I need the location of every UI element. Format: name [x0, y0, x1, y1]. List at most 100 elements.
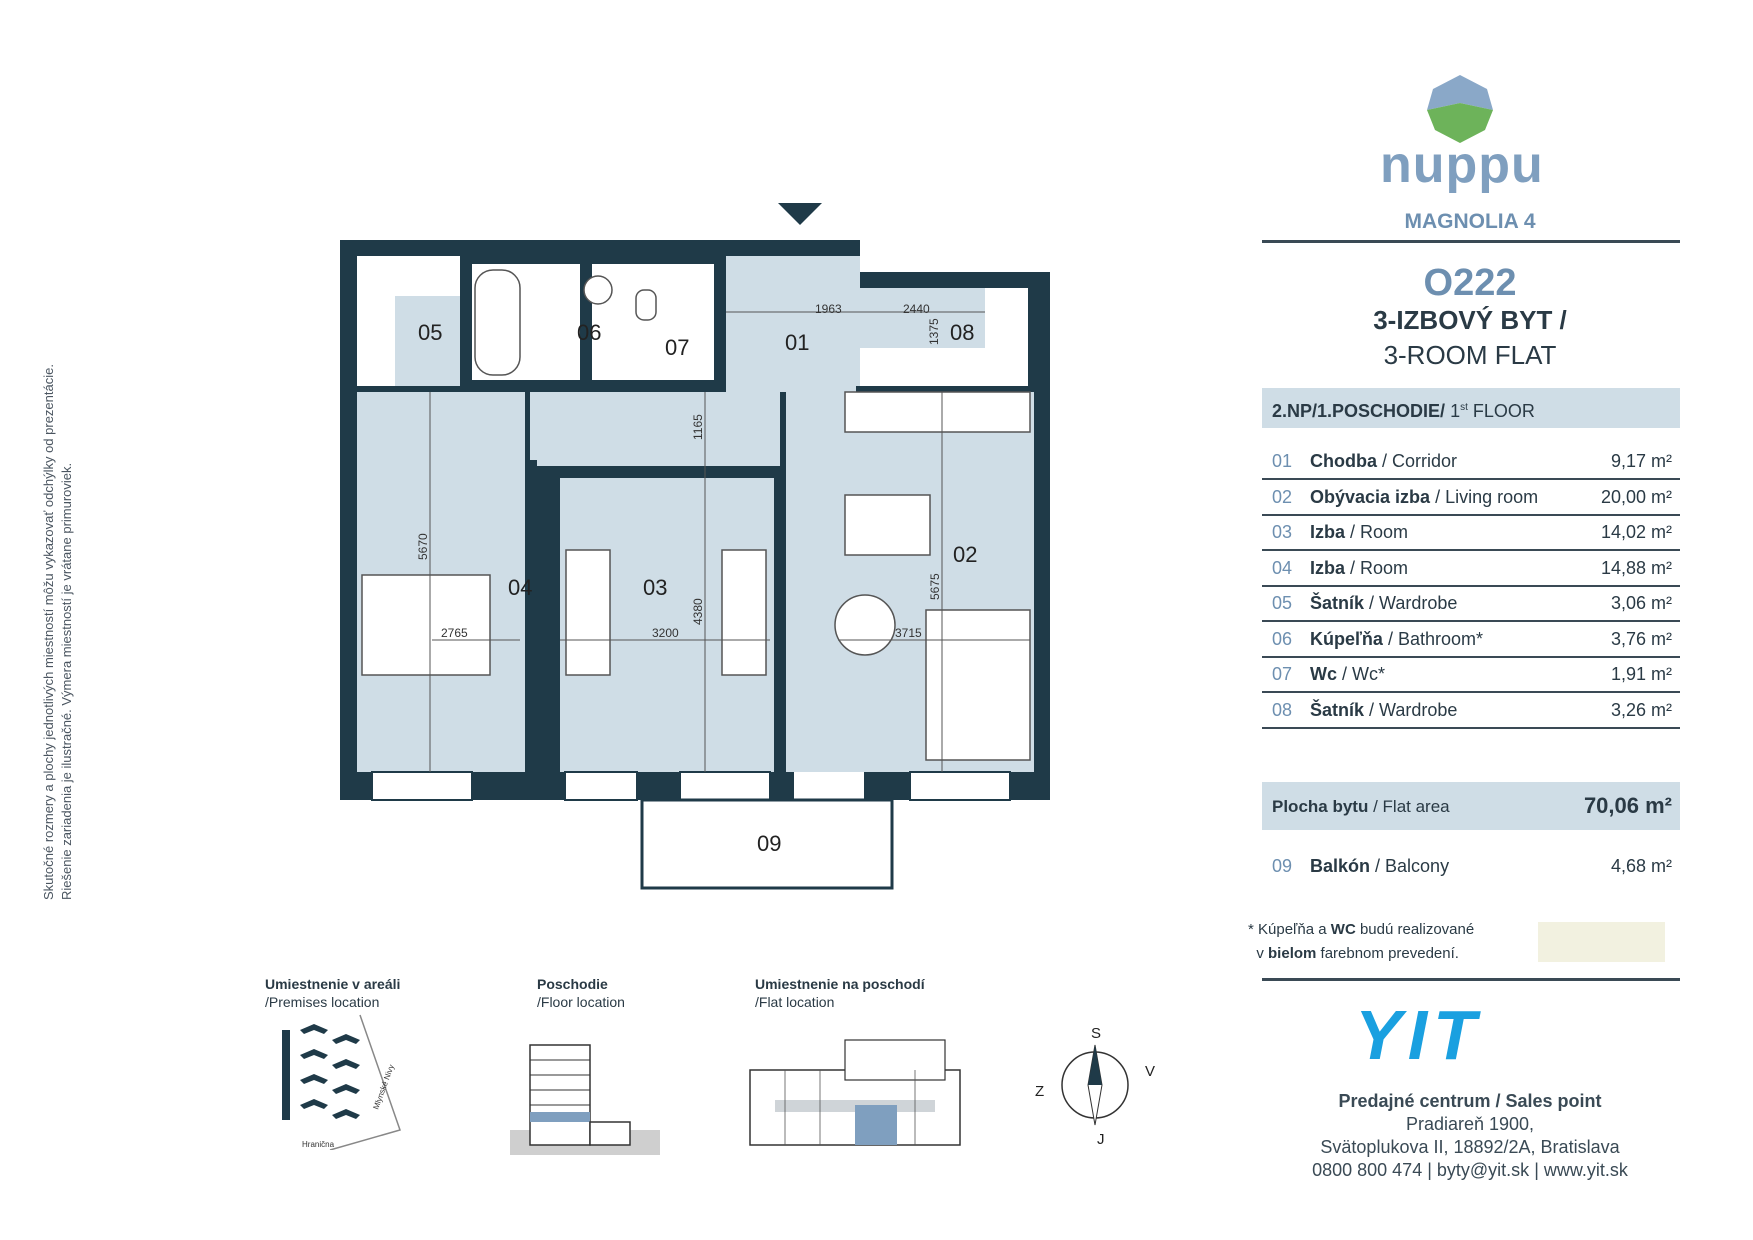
- room-number: 01: [1272, 451, 1293, 471]
- flat-type-en: 3-ROOM FLAT: [1383, 340, 1557, 370]
- finish-note: * Kúpeľňa a WC budú realizované v bielom…: [1248, 921, 1475, 962]
- room-name-en: Living room: [1445, 486, 1539, 507]
- dim-1375: 1375: [927, 318, 941, 345]
- room-name-sk: Obývacia izba: [1310, 486, 1431, 507]
- balcony-en: Balcony: [1385, 856, 1450, 876]
- label-02: 02: [953, 542, 977, 567]
- phone-link[interactable]: 0800 800 474: [1312, 1160, 1423, 1180]
- bed-icon: [361, 574, 491, 676]
- web-link[interactable]: www.yit.sk: [1543, 1160, 1628, 1180]
- brand-name: nuppu: [1380, 136, 1544, 194]
- room-number: 03: [1272, 522, 1293, 542]
- room-name-sk: Kúpeľňa: [1310, 628, 1383, 649]
- floor-bar: 2.NP/1.POSCHODIE/ 1st FLOOR: [1262, 388, 1680, 428]
- room-area: 3,26 m²: [1610, 699, 1672, 720]
- svg-text:S: S: [1091, 1025, 1101, 1042]
- kitchen-counter-icon: [844, 391, 1031, 433]
- balcony-area: 4,68 m²: [1610, 856, 1672, 876]
- room-name-en: Bathroom*: [1397, 628, 1484, 649]
- room-area: 3,06 m²: [1610, 593, 1672, 613]
- flat-location-plan: [749, 1039, 961, 1146]
- project-name: MAGNOLIA 4: [1404, 210, 1536, 233]
- label-08: 08: [950, 320, 974, 345]
- premises-map: Mlynské Nivy Hranična: [282, 1014, 401, 1150]
- label-09: 09: [757, 831, 781, 856]
- floor-caption: Poschodie/Floor location: [537, 976, 625, 1010]
- sales-point: Predajné centrum / Sales point Pradiareň…: [1312, 1091, 1628, 1180]
- label-04: 04: [508, 575, 532, 600]
- floor-en-num: 1: [1450, 401, 1461, 421]
- dim-2765: 2765: [441, 626, 468, 640]
- room-name-en: Room: [1360, 557, 1409, 578]
- balcony-num: 09: [1272, 856, 1293, 876]
- svg-text:Z: Z: [1035, 1083, 1044, 1100]
- label-06: 06: [577, 320, 601, 345]
- room-name-sk: Šatník: [1310, 593, 1365, 613]
- bathtub-icon: [474, 269, 521, 376]
- svg-text:Mlynské Nivy: Mlynské Nivy: [371, 1063, 396, 1110]
- dim-1963: 1963: [815, 302, 842, 316]
- room-area: 14,02 m²: [1600, 522, 1672, 542]
- room-area: 3,76 m²: [1610, 628, 1672, 649]
- room-name-sk: Izba: [1310, 522, 1346, 542]
- toilet-icon: [635, 289, 657, 321]
- room-number: 07: [1272, 664, 1293, 684]
- divider: [1262, 978, 1680, 981]
- round-table-icon: [834, 594, 896, 656]
- floor-diagram: [510, 1044, 660, 1155]
- sofa-icon: [925, 609, 1031, 761]
- balcony-sk: Balkón: [1310, 856, 1371, 876]
- room-area: 14,88 m²: [1600, 557, 1672, 578]
- room-name-en: Wardrobe: [1379, 699, 1458, 720]
- floor-en-sup: st: [1460, 402, 1468, 413]
- flat-location-caption: Umiestnenie na poschodí/Flat location: [755, 976, 925, 1010]
- floor-plan: 05 06 07 01 08 02 03 04 09 1963 2440 276…: [340, 203, 1050, 890]
- dim-2440: 2440: [903, 302, 930, 316]
- room-number: 06: [1272, 628, 1293, 649]
- floor-en: FLOOR: [1472, 401, 1535, 421]
- dim-5670: 5670: [416, 533, 430, 560]
- room-number: 04: [1272, 557, 1293, 578]
- balcony-area: [640, 798, 894, 890]
- flat-area-en: Flat area: [1382, 797, 1450, 816]
- disclaimer: Skutočné rozmery a plochy jednotlivých m…: [40, 260, 76, 900]
- flat-area-value: 70,06 m²: [1583, 793, 1672, 818]
- room-area: 20,00 m²: [1600, 486, 1672, 507]
- room-name-en: Corridor: [1392, 451, 1458, 471]
- premises-caption: Umiestnenie v areáli/Premises location: [265, 976, 401, 1010]
- bed-icon: [721, 549, 767, 676]
- label-05: 05: [418, 320, 442, 345]
- room-name-sk: Wc: [1310, 664, 1337, 684]
- color-swatch: [1538, 922, 1665, 962]
- label-07: 07: [665, 335, 689, 360]
- room-01-area: [726, 256, 860, 386]
- compass-icon: S V Z J: [1035, 1025, 1155, 1148]
- room-name-en: Room: [1360, 522, 1409, 542]
- svg-text:Hranična: Hranična: [302, 1140, 335, 1149]
- room-number: 05: [1272, 593, 1293, 613]
- corridor-area: [530, 392, 780, 466]
- dim-4380: 4380: [691, 598, 705, 625]
- label-03: 03: [643, 575, 667, 600]
- bed-icon: [565, 549, 611, 676]
- email-link[interactable]: byty@yit.sk: [1436, 1160, 1530, 1180]
- svg-text:V: V: [1145, 1063, 1155, 1080]
- svg-text:J: J: [1097, 1131, 1105, 1148]
- entrance-arrow-icon: [778, 203, 822, 225]
- room-area: 9,17 m²: [1610, 451, 1672, 471]
- yit-logo: YIT: [1355, 996, 1482, 1074]
- room-number: 08: [1272, 699, 1293, 720]
- dim-1165: 1165: [691, 414, 705, 440]
- flat-area-bar: Plocha bytu / Flat area 70,06 m²: [1262, 782, 1680, 830]
- balcony-row: 09 Balkón / Balcony 4,68 m²: [1272, 856, 1672, 876]
- room-number: 02: [1272, 486, 1293, 507]
- room-07-area: [592, 264, 714, 380]
- disclaimer-line-2: Riešenie zariadenia je ilustračné. Výmer…: [59, 462, 74, 900]
